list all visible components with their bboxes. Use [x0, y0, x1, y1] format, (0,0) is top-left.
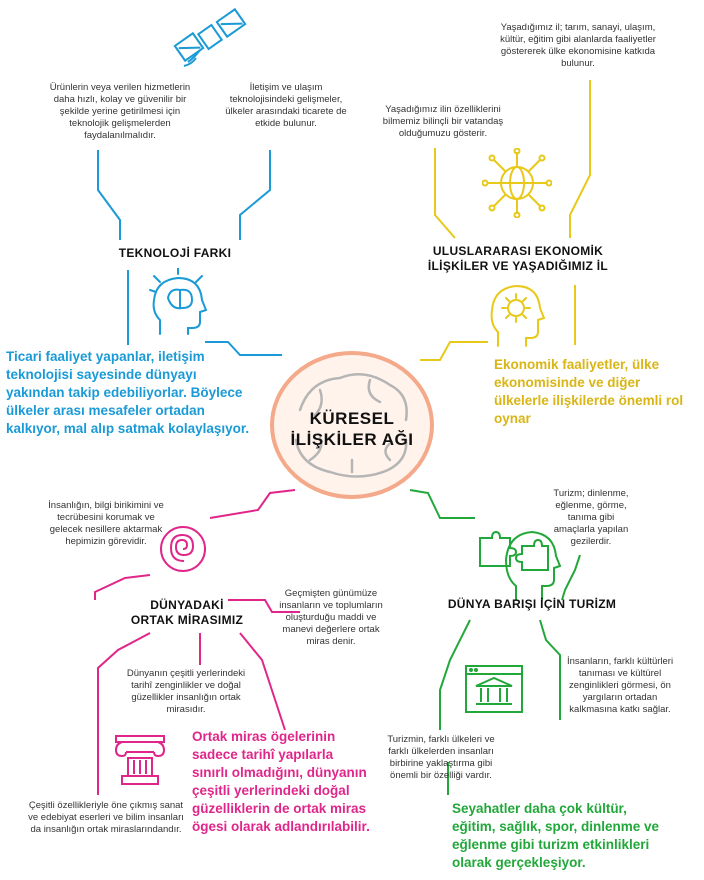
heritage-title-line2: ORTAK MİRASIMIZ — [130, 613, 244, 627]
tourism-note-right: İnsanların, farklı kültürleri tanıması v… — [566, 656, 674, 715]
center-title: KÜRESEL İLİŞKİLER AĞI — [282, 408, 422, 450]
tourism-title: DÜNYA BARIŞI İÇİN TURİZM — [447, 597, 617, 611]
head-puzzle-icon — [476, 520, 562, 604]
technology-note-left: Ürünlerin veya verilen hizmetlerin daha … — [49, 82, 191, 141]
brain-icon — [270, 350, 434, 500]
tourism-note-left: Turizmin, farklı ülkeleri ve farklı ülke… — [387, 734, 495, 781]
head-brain-icon — [148, 267, 212, 340]
technology-caption: Ticari faaliyet yapanlar, iletişim tekno… — [6, 349, 250, 436]
economy-title-line1: ULUSLARARASI EKONOMİK — [432, 244, 604, 258]
heritage-note-bottom: Çeşitli özellikleriyle öne çıkmış sanat … — [28, 800, 184, 835]
heritage-caption: Ortak miras ögelerinin sadece tarihî yap… — [192, 729, 370, 834]
center-title-line1: KÜRESEL — [309, 409, 395, 428]
heritage-note-top: İnsanlığın, bilgi birikimini ve tecrübes… — [48, 500, 164, 547]
economy-title: ULUSLARARASI EKONOMİK İLİŞKİLER VE YAŞAD… — [418, 244, 618, 274]
economy-caption: Ekonomik faaliyetler, ülke ekonomisinde … — [494, 357, 684, 426]
heritage-note-right: Geçmişten günümüze insanların ve topluml… — [279, 588, 383, 647]
technology-title: TEKNOLOJİ FARKI — [118, 246, 232, 260]
heritage-note-mid: Dünyanın çeşitli yerlerindeki tarihî zen… — [126, 668, 246, 715]
head-gear-icon — [484, 278, 550, 350]
economy-title-line2: İLİŞKİLER VE YAŞADIĞIMIZ İL — [427, 259, 609, 273]
economy-note-top: Yaşadığımız il; tarım, sanayi, ulaşım, k… — [500, 22, 656, 69]
satellite-icon — [170, 6, 250, 70]
technology-note-right: İletişim ve ulaşım teknolojisindeki geli… — [225, 82, 347, 129]
museum-icon — [464, 664, 524, 714]
globe-network-icon — [481, 147, 553, 219]
tourism-caption: Seyahatler daha çok kültür, eğitim, sağl… — [452, 801, 660, 870]
center-title-line2: İLİŞKİLER AĞI — [290, 430, 414, 449]
economy-note-left: Yaşadığımız ilin özelliklerini bilmemiz … — [382, 104, 504, 139]
heritage-title-line1: DÜNYADAKİ — [150, 598, 224, 612]
spiral-icon — [158, 524, 208, 574]
heritage-title: DÜNYADAKİ ORTAK MİRASIMIZ — [112, 598, 262, 628]
column-capital-icon — [112, 732, 168, 788]
tourism-note-top: Turizm; dinlenme, eğlenme, görme, tanıma… — [553, 488, 629, 547]
